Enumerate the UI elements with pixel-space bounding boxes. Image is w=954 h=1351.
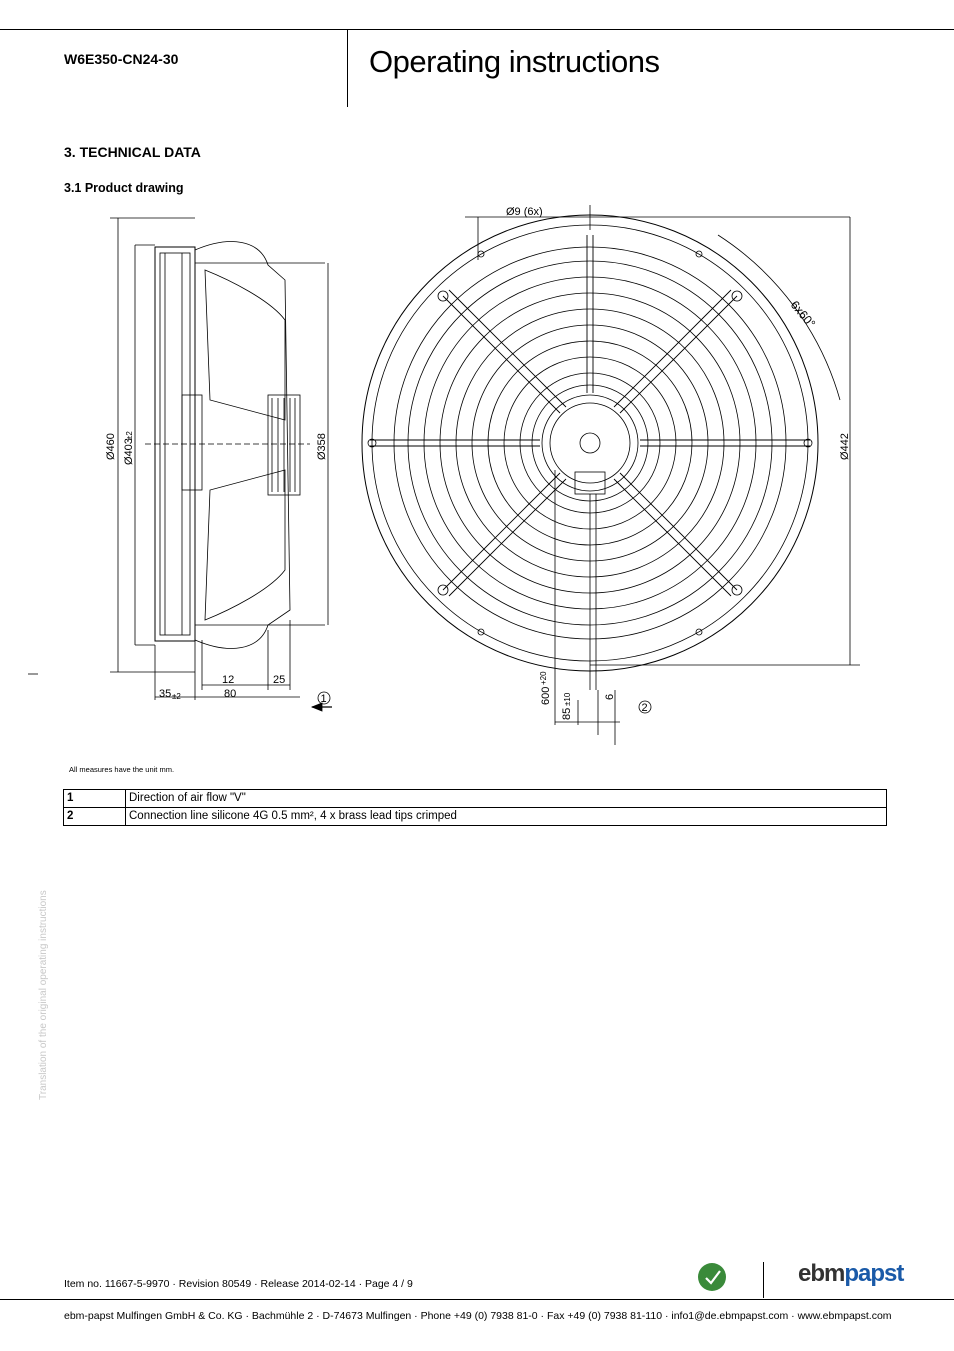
translation-note: Translation of the original operating in…: [38, 890, 49, 1100]
legend-text: Direction of air flow "V": [125, 789, 887, 808]
dim-cable-tol: +20: [539, 671, 548, 685]
dim-403: Ø403: [123, 438, 135, 465]
legend-text: Connection line silicone 4G 0.5 mm², 4 x…: [125, 807, 887, 826]
dim-358: Ø358: [316, 433, 328, 460]
section-title: 3. TECHNICAL DATA: [64, 144, 201, 160]
footer-divider: [763, 1262, 764, 1298]
svg-text:1: 1: [321, 693, 327, 705]
legend-row: 1 Direction of air flow "V": [63, 789, 887, 808]
footer-rule: [0, 1299, 954, 1300]
document-title: Operating instructions: [369, 44, 660, 79]
header-divider: [347, 29, 348, 107]
dim-403-tol: ±2: [125, 431, 134, 440]
brand-logo-part2: papst: [844, 1260, 904, 1287]
dim-460: Ø460: [105, 433, 117, 460]
dim-holes: Ø9 (6x): [506, 206, 543, 218]
model-number: W6E350-CN24-30: [64, 51, 179, 67]
dim-85-tol: ±10: [563, 692, 572, 706]
dim-442: Ø442: [839, 433, 851, 460]
front-view: [361, 205, 860, 745]
green-tech-badge-icon: [698, 1263, 726, 1291]
dim-35: 35: [159, 688, 171, 700]
legend-row: 2 Connection line silicone 4G 0.5 mm², 4…: [63, 807, 887, 826]
callout-2: 2: [638, 700, 652, 714]
dim-80: 80: [224, 688, 236, 700]
brand-logo-part1: ebm: [798, 1260, 845, 1287]
dim-6: 6: [604, 694, 616, 700]
dim-angle: 6x60°: [788, 298, 819, 331]
dimension-labels: Ø460 Ø403 ±2 Ø358 Ø442 Ø9 (6x) 6x60° 12 …: [105, 206, 851, 720]
dim-35-tol: ±2: [172, 692, 181, 701]
subsection-title: 3.1 Product drawing: [64, 181, 184, 195]
legend-number: 1: [63, 789, 126, 808]
company-info: ebm-papst Mulfingen GmbH & Co. KG · Bach…: [64, 1310, 892, 1322]
dim-25: 25: [273, 674, 285, 686]
legend-number: 2: [63, 807, 126, 826]
dim-85: 85: [561, 708, 573, 720]
brand-logo: ebmpapst: [798, 1260, 904, 1288]
side-view: [28, 217, 332, 712]
dim-12: 12: [222, 674, 234, 686]
svg-text:2: 2: [642, 702, 648, 714]
callout-1: 1: [317, 691, 331, 705]
dim-cable-600: 600: [540, 687, 552, 705]
item-info: Item no. 11667-5-9970 · Revision 80549 ·…: [64, 1278, 413, 1290]
legend-table: 1 Direction of air flow "V" 2 Connection…: [63, 789, 887, 826]
units-note: All measures have the unit mm.: [69, 765, 175, 774]
product-drawing: Ø460 Ø403 ±2 Ø358 Ø442 Ø9 (6x) 6x60° 12 …: [28, 205, 860, 745]
header-top-rule: [0, 29, 954, 30]
